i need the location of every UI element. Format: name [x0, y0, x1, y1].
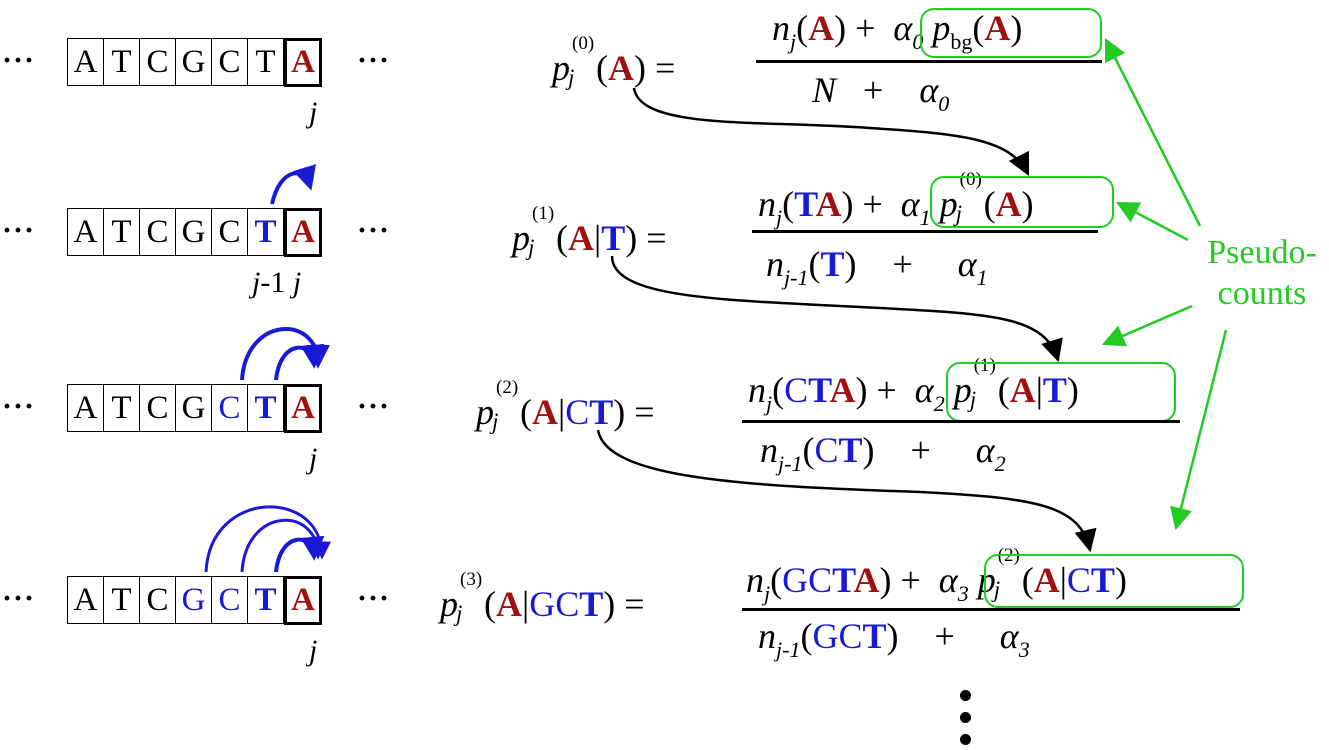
sequence-row-2: A T C G C T A [67, 383, 322, 433]
base: C [140, 39, 176, 85]
sequence-row-1: A T C G C T A [67, 207, 322, 257]
denominator-1: nj-1(T) + α1 [766, 244, 988, 290]
base: T [248, 39, 284, 85]
dependency-arc [274, 535, 325, 573]
pseudocount-box-1 [930, 176, 1114, 228]
numerator-1: nj(TA) + α1 p(0)j(A) [758, 169, 1034, 230]
pseudocount-arrow [1101, 304, 1193, 347]
right-ellipsis: ··· [357, 214, 391, 247]
base: A [68, 39, 104, 85]
left-ellipsis: ··· [2, 582, 36, 615]
dependency-arc [240, 519, 327, 573]
base: T [104, 577, 140, 623]
base: C [140, 209, 176, 255]
lhs-probability-2: p(2)j(A|CT) = [476, 377, 655, 434]
base: T [104, 209, 140, 255]
position-label: j [309, 634, 318, 667]
position-label: j-1 j [252, 266, 302, 299]
denominator-3: nj-1(GCT) + α3 [758, 616, 1030, 662]
context-base: T [248, 577, 284, 623]
base: C [212, 209, 248, 255]
pseudocounts-label-line: counts [1217, 275, 1307, 313]
pseudocount-box-3 [984, 554, 1244, 608]
denominator-2: nj-1(CT) + α2 [760, 430, 1006, 476]
dependency-arc [240, 327, 330, 381]
recursion-arrow [610, 255, 1063, 363]
pseudocount-arrow [1170, 329, 1228, 531]
lhs-probability-0: p(0)j(A) = [552, 33, 676, 90]
dependency-arc [274, 343, 325, 381]
pseudocount-arrow [1116, 201, 1189, 242]
denominator-0: N + α0 [812, 70, 950, 116]
base: G [176, 209, 212, 255]
base: T [104, 385, 140, 431]
position-label: j [309, 96, 318, 129]
pseudocounts-label: Pseudo- counts [1192, 232, 1329, 315]
fraction-bar-3 [742, 608, 1240, 611]
left-ellipsis: ··· [2, 214, 36, 247]
base: G [176, 39, 212, 85]
base: A [68, 577, 104, 623]
sequence-row-3: A T C G C T A [67, 575, 322, 625]
target-base: A [284, 383, 322, 433]
base: T [104, 39, 140, 85]
lhs-probability-1: p(1)j(A|T) = [512, 203, 667, 260]
context-base: G [176, 577, 212, 623]
right-ellipsis: ··· [357, 390, 391, 423]
base: A [68, 385, 104, 431]
base: A [68, 209, 104, 255]
base: G [176, 385, 212, 431]
lhs-probability-3: p(3)j(A|GCT) = [440, 569, 645, 626]
left-ellipsis: ··· [2, 390, 36, 423]
context-base: C [212, 385, 248, 431]
context-base: T [248, 385, 284, 431]
target-base: A [284, 207, 322, 257]
context-base: C [212, 577, 248, 623]
recursion-arrow [596, 429, 1097, 553]
left-ellipsis: ··· [2, 44, 36, 77]
recursion-arrow [632, 87, 1030, 177]
fraction-bar-0 [756, 60, 1102, 63]
vertical-ellipsis [956, 690, 976, 748]
numerator-0: nj(A) + α0 pbg(A) [772, 8, 1023, 54]
right-ellipsis: ··· [357, 582, 391, 615]
context-base: T [248, 209, 284, 255]
base: C [212, 39, 248, 85]
pseudocount-box-0 [920, 8, 1102, 58]
fraction-bar-1 [752, 230, 1098, 233]
base: C [140, 577, 176, 623]
right-ellipsis: ··· [357, 44, 391, 77]
sequence-row-0: A T C G C T A [67, 37, 322, 87]
target-base: A [284, 37, 322, 87]
base: C [140, 385, 176, 431]
dependency-arc [204, 505, 331, 573]
position-label: j [309, 442, 318, 475]
pseudocount-arrow [1104, 37, 1202, 227]
numerator-3: nj(GCTA) + α3 p(2)j(A|CT) [746, 545, 1127, 606]
dependency-arc [270, 164, 316, 205]
pseudocounts-label-line: Pseudo- [1207, 234, 1317, 271]
target-base: A [284, 575, 322, 625]
fraction-bar-2 [742, 420, 1180, 423]
numerator-2: nj(CTA) + α2 p(1)j(A|T) [748, 355, 1079, 416]
